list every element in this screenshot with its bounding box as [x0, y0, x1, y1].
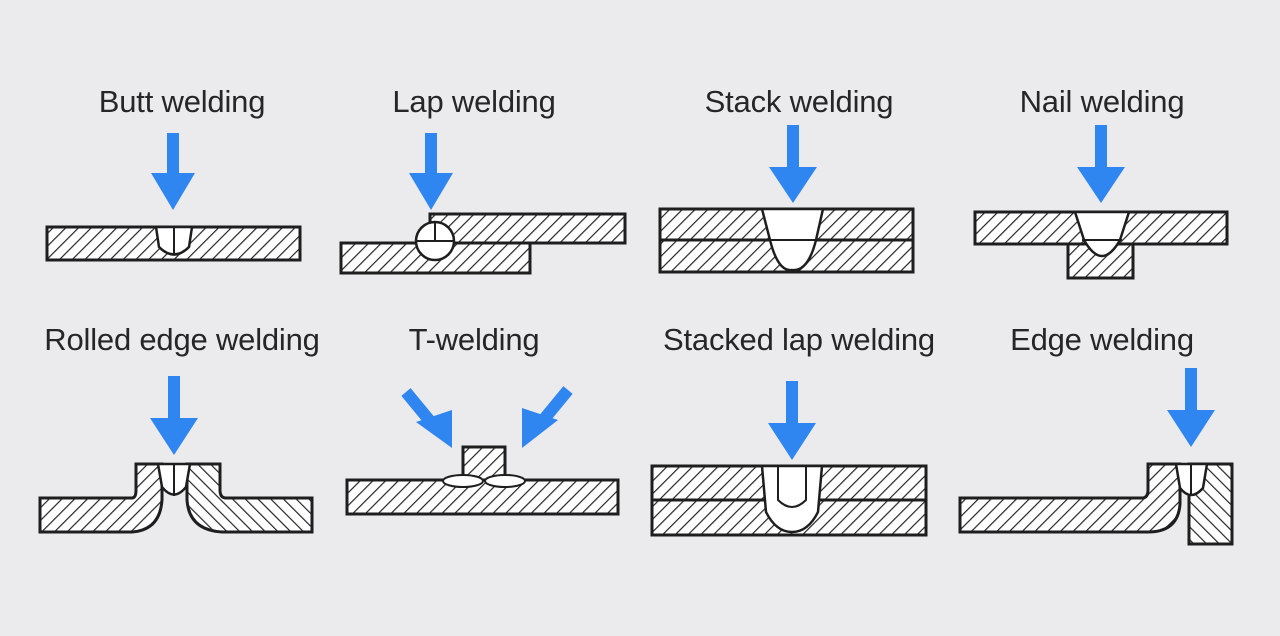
label-nail-welding: Nail welding: [1019, 84, 1185, 119]
arrow-rolled: [150, 376, 198, 455]
nail-weld-diagram: [973, 125, 1229, 280]
arrow-edge: [1167, 368, 1215, 447]
butt-weld-section: [45, 225, 302, 262]
lap-weld-section: [339, 212, 627, 275]
edge-weld-diagram: [958, 368, 1234, 546]
arrow-t-left: [401, 388, 452, 448]
label-butt-welding: Butt welding: [98, 84, 266, 119]
stacked-lap-weld-diagram: [650, 381, 928, 537]
stack-weld-diagram: [658, 125, 915, 274]
arrow-stack: [769, 125, 817, 203]
arrow-t-right: [522, 386, 573, 448]
label-stacked-lap-welding: Stacked lap welding: [663, 322, 935, 357]
edge-weld-section: [958, 462, 1234, 546]
label-lap-welding: Lap welding: [392, 84, 556, 119]
rolled-edge-weld-section: [38, 462, 314, 534]
lap-weld-diagram: [339, 133, 627, 275]
label-edge-welding: Edge welding: [1010, 322, 1194, 357]
label-stack-welding: Stack welding: [704, 84, 894, 119]
rolled-edge-weld-diagram: [38, 376, 314, 534]
arrow-lap: [409, 133, 453, 210]
butt-weld-diagram: [45, 133, 302, 262]
arrow-stacked-lap: [768, 381, 816, 460]
stack-weld-section: [658, 207, 915, 274]
t-weld-section: [345, 445, 620, 516]
arrow-nail: [1077, 125, 1125, 203]
nail-weld-section: [973, 210, 1229, 280]
stacked-lap-weld-section: [650, 464, 928, 537]
label-rolled-edge-welding: Rolled edge welding: [44, 322, 320, 357]
t-weld-diagram: [345, 386, 620, 516]
arrow-butt: [151, 133, 195, 210]
label-t-welding: T-welding: [408, 322, 540, 357]
